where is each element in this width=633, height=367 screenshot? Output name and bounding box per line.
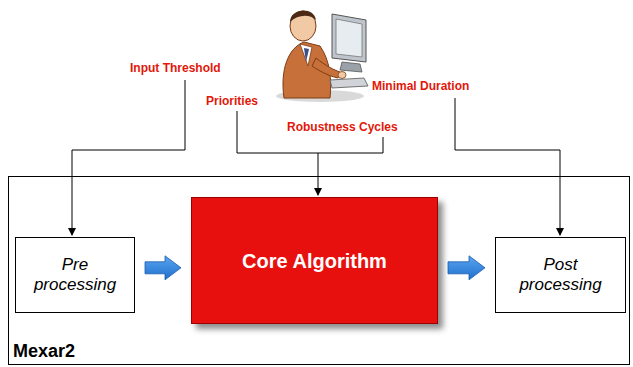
process-box: Post processing	[495, 237, 626, 313]
node-text: Post processing	[502, 255, 619, 296]
parameter-label: Robustness Cycles	[287, 120, 398, 134]
leader-line	[455, 98, 560, 235]
flow-arrow	[448, 256, 485, 280]
node-text: Pre processing	[22, 255, 128, 296]
system-frame: Mexar2 Pre processing Core Algorithm Post p…	[8, 176, 630, 365]
node-text: Core Algorithm	[242, 249, 387, 273]
flow-arrow	[145, 256, 181, 280]
parameter-label: Input Threshold	[130, 61, 221, 75]
parameter-label: Priorities	[206, 94, 258, 108]
leader-line	[318, 137, 383, 153]
parameter-label: Minimal Duration	[372, 79, 469, 93]
node-text: Mexar2	[13, 341, 75, 362]
process-box: Pre processing	[15, 237, 135, 313]
person-illustration	[276, 10, 368, 102]
core-box: Core Algorithm	[191, 197, 438, 324]
leader-line	[72, 80, 185, 235]
